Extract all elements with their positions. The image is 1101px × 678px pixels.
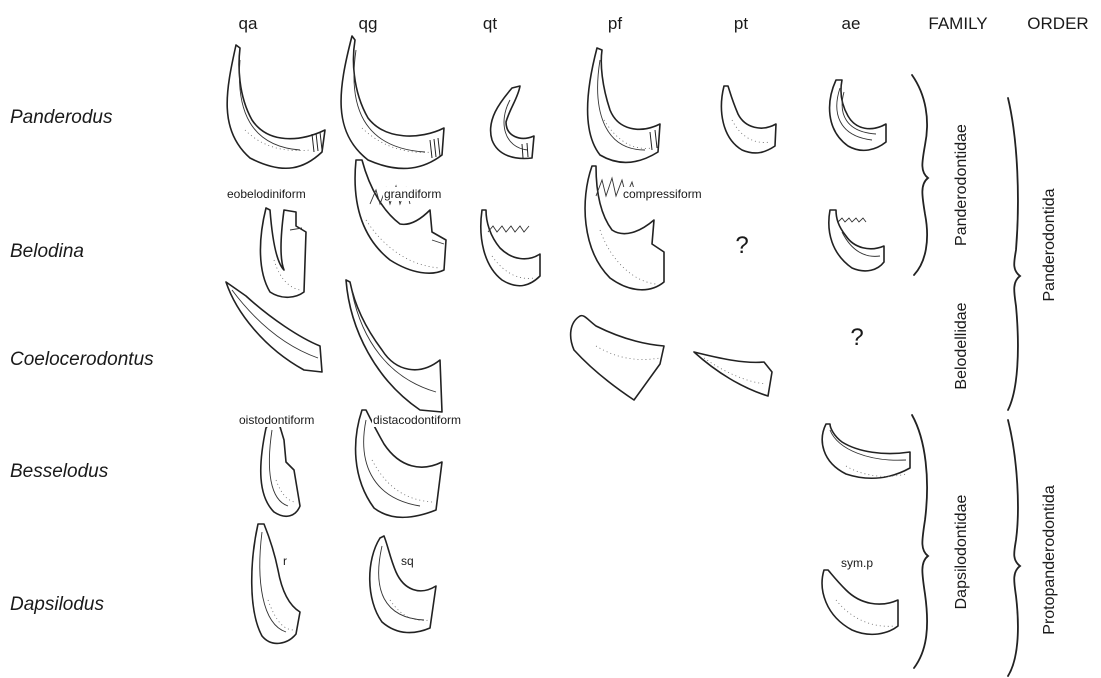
dapsilodus-qg-element: [370, 536, 436, 633]
belodina-qg-element: [355, 160, 446, 273]
order-header: ORDER: [1027, 14, 1088, 34]
dapsilodus-ae-element: [822, 570, 898, 634]
panderodus-qt-element: [491, 86, 534, 158]
element-label-compressiform: compressiform: [622, 187, 703, 201]
order-label-panderodontida: Panderodontida: [1041, 189, 1059, 302]
genus-label-coelocerodontus: Coelocerodontus: [10, 349, 154, 371]
element-label-symp: sym.p: [840, 556, 874, 570]
column-header-qt: qt: [483, 14, 497, 34]
unknown-mark-belodina-pt: ?: [735, 232, 748, 260]
column-header-qa: qa: [239, 14, 258, 34]
coelocerodontus-qa-element: [226, 282, 322, 372]
family-braces: [912, 75, 928, 668]
belodina-qt-element: [481, 210, 540, 286]
coelocerodontus-pf-element: [571, 316, 664, 400]
genus-label-panderodus: Panderodus: [10, 107, 112, 129]
element-label-distacodontiform: distacodontiform: [372, 413, 462, 427]
panderodus-ae-element: [830, 80, 886, 150]
dapsilodus-qa-element: [252, 524, 300, 643]
panderodus-qg-element: [341, 36, 444, 168]
column-header-qg: qg: [359, 14, 378, 34]
panderodus-pf-element: [588, 48, 660, 162]
column-header-pt: pt: [734, 14, 748, 34]
family-label-panderodontidae: Panderodontidae: [953, 124, 971, 246]
element-label-oistodontiform: oistodontiform: [238, 413, 315, 427]
besselodus-qa-element: [261, 420, 300, 516]
column-header-pf: pf: [608, 14, 622, 34]
coelocerodontus-pt-element: [694, 352, 772, 396]
order-braces: [1008, 98, 1020, 676]
column-header-ae: ae: [842, 14, 861, 34]
order-label-protopanderodontida: Protopanderodontida: [1041, 485, 1059, 634]
unknown-mark-coelocerodontus-ae: ?: [850, 324, 863, 352]
panderodus-pt-element: [721, 86, 776, 153]
element-label-eobelodiniform: eobelodiniform: [226, 187, 307, 201]
genus-label-dapsilodus: Dapsilodus: [10, 594, 104, 616]
family-label-belodellidae: Belodellidae: [953, 302, 971, 389]
element-label-grandiform: grandiform: [383, 187, 442, 201]
panderodus-qa-element: [227, 45, 325, 168]
besselodus-ae-element: [822, 424, 910, 478]
belodina-pf-element: [585, 166, 664, 290]
genus-label-besselodus: Besselodus: [10, 461, 108, 483]
belodina-ae-element: [829, 210, 884, 271]
family-header: FAMILY: [928, 14, 987, 34]
coelocerodontus-qg-element: [346, 280, 442, 412]
family-label-dapsilodontidae: Dapsilodontidae: [953, 495, 971, 610]
belodina-qa-element: [260, 208, 306, 297]
element-label-r: r: [282, 554, 288, 568]
element-label-sq: sq: [400, 554, 415, 568]
genus-label-belodina: Belodina: [10, 241, 84, 263]
